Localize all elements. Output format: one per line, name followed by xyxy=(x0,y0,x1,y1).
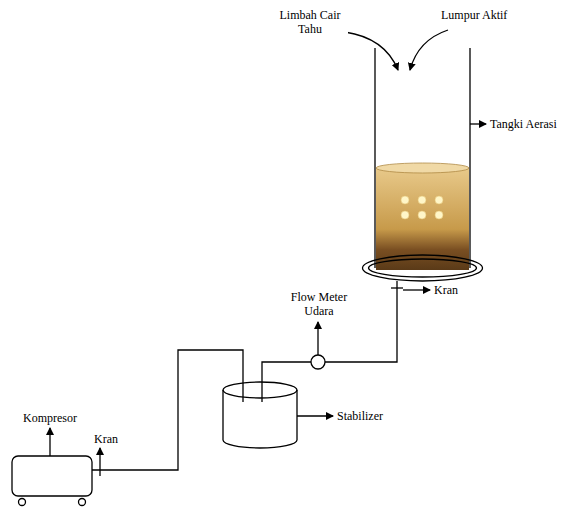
part-label: Tangki Aerasi xyxy=(489,117,558,131)
inflow-label: Lumpur Aktif xyxy=(440,8,508,22)
part-label: Flow Meter Udara xyxy=(283,290,355,318)
part-label: Kompresor xyxy=(22,411,78,425)
valve-label: Kran xyxy=(433,283,459,297)
valve-label: Kran xyxy=(93,432,119,446)
part-label: Stabilizer xyxy=(336,409,384,423)
inflow-label: Limbah Cair Tahu xyxy=(272,8,348,36)
